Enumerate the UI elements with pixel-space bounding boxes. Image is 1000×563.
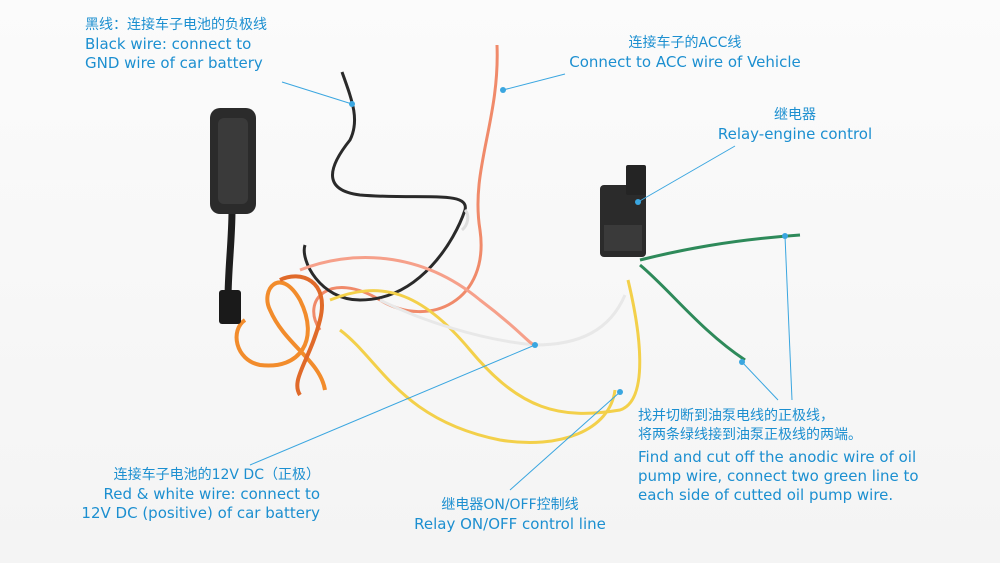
gnd-black-wire-tip — [460, 208, 470, 232]
oil-pump-green-wire-1 — [639, 233, 801, 262]
power-red-wire — [299, 256, 536, 347]
harness-coil-2 — [279, 274, 324, 397]
relay-yellow-wire-2 — [339, 328, 617, 445]
label-oil-pump-cn1: 找并切断到油泵电线的正极线， — [638, 408, 834, 424]
pointer-relay — [637, 145, 736, 203]
label-oil-pump: 找并切断到油泵电线的正极线， 将两条绿线接到油泵正极线的两端。 Find and… — [638, 407, 919, 505]
dot-relay — [635, 199, 641, 205]
pointer-dots — [349, 87, 788, 395]
label-black-wire-cn: 黑线：连接车子电池的负极线 — [85, 17, 267, 33]
label-relay-control: 继电器ON/OFF控制线 Relay ON/OFF control line — [390, 496, 630, 534]
gnd-black-wire — [302, 71, 467, 302]
label-power-wire-en2: 12V DC (positive) of car battery — [81, 504, 320, 522]
label-power-wire-en1: Red & white wire: connect to — [103, 485, 321, 503]
tracker-cable — [224, 209, 236, 301]
label-acc-wire: 连接车子的ACC线 Connect to ACC wire of Vehicle — [545, 34, 825, 72]
gps-tracker-device-icon — [210, 108, 256, 324]
dot-black-wire — [349, 101, 355, 107]
pointer-oil-pump-2 — [741, 361, 779, 401]
harness-coil — [234, 280, 327, 391]
oil-pump-green-wire-2 — [639, 263, 746, 362]
relay-yellow-wire — [329, 279, 642, 415]
label-relay-control-cn: 继电器ON/OFF控制线 — [441, 497, 579, 513]
pointer-oil-pump-1 — [784, 235, 793, 401]
dot-power-wire — [532, 342, 538, 348]
label-oil-pump-cn2: 将两条绿线接到油泵正极线的两端。 — [638, 427, 862, 443]
label-black-wire-en1: Black wire: connect to — [85, 35, 252, 53]
label-relay-control-en1: Relay ON/OFF control line — [414, 515, 606, 533]
label-black-wire: 黑线：连接车子电池的负极线 Black wire: connect to GND… — [85, 16, 267, 73]
pointer-acc-wire — [502, 73, 566, 91]
label-power-wire-cn: 连接车子电池的12V DC（正极） — [113, 467, 320, 483]
label-oil-pump-en1: Find and cut off the anodic wire of oil — [638, 448, 917, 466]
label-oil-pump-en3: each side of cutted oil pump wire. — [638, 486, 894, 504]
label-power-wire: 连接车子电池的12V DC（正极） Red & white wire: conn… — [30, 466, 320, 523]
label-black-wire-en2: GND wire of car battery — [85, 54, 263, 72]
label-relay-en1: Relay-engine control — [717, 125, 873, 143]
pointer-relay-control — [509, 391, 621, 491]
label-relay-cn: 继电器 — [774, 107, 816, 123]
label-acc-wire-cn: 连接车子的ACC线 — [628, 35, 742, 51]
relay-module-icon — [600, 165, 646, 257]
dot-acc-wire — [500, 87, 506, 93]
dot-relay-control — [617, 389, 623, 395]
label-relay: 继电器 Relay-engine control — [700, 106, 890, 144]
dot-oil-pump-1 — [782, 233, 788, 239]
dot-oil-pump-2 — [739, 359, 745, 365]
pointer-lines — [249, 73, 793, 491]
pointer-black-wire — [281, 81, 353, 105]
label-oil-pump-en2: pump wire, connect two green line to — [638, 467, 919, 485]
pointer-power-wire — [249, 344, 536, 466]
label-acc-wire-en1: Connect to ACC wire of Vehicle — [569, 53, 801, 71]
